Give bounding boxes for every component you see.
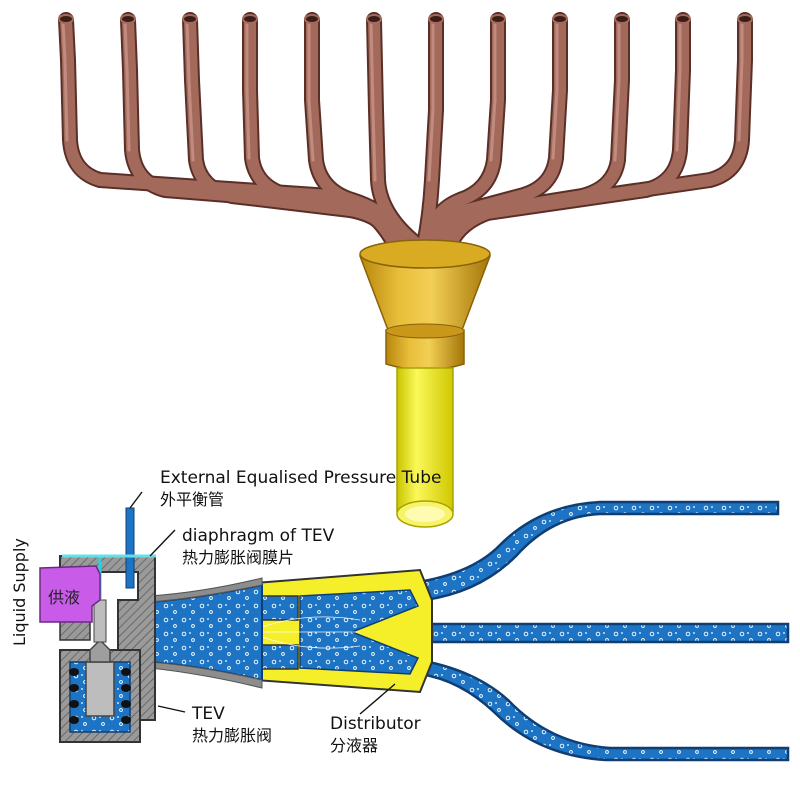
tev-label: TEV	[192, 704, 225, 724]
outlet-tubes	[401, 500, 790, 762]
external-tube-label-zh: 外平衡管	[160, 490, 225, 509]
distributor-cone	[359, 239, 491, 371]
tev-label-zh: 热力膨胀阀	[192, 726, 273, 745]
leader-lines	[129, 491, 396, 715]
distributor-section	[249, 568, 433, 694]
inlet-pipe	[396, 367, 454, 528]
liquid-supply-label: Liquid Supply	[10, 538, 29, 646]
external-tube-label: External Equalised Pressure Tube	[160, 468, 442, 488]
liquid-supply-block	[39, 565, 101, 623]
liquid-supply-label-zh: 供液	[48, 588, 81, 607]
diaphragm-label-zh: 热力膨胀阀膜片	[182, 548, 295, 567]
copper-tubes	[58, 12, 753, 253]
diaphragm-label: diaphragm of TEV	[182, 526, 335, 546]
tev-valve-body	[59, 507, 156, 743]
distributor-label: Distributor	[330, 714, 421, 734]
distributor-label-zh: 分液器	[330, 736, 379, 755]
expansion-cone	[149, 577, 263, 689]
